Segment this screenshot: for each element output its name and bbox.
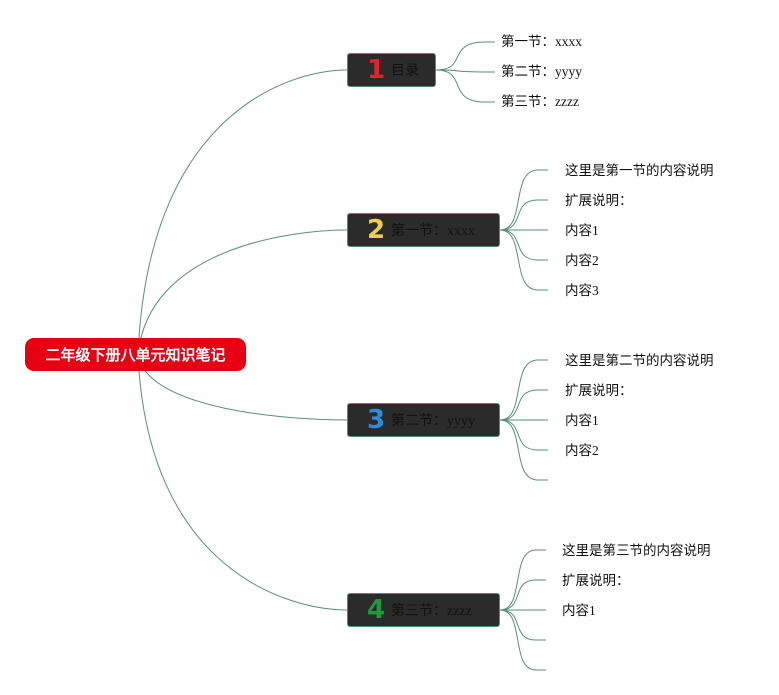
leaf-4-1[interactable]: 这里是第三节的内容说明 <box>562 543 711 558</box>
leaf-1-3[interactable]: 第三节：zzzz <box>501 94 579 109</box>
leaf-2-3[interactable]: 内容1 <box>565 223 599 238</box>
root-connector-2 <box>137 229 348 356</box>
branch-number-3: 3 <box>366 405 386 435</box>
branch-label-2: 第一节：xxxx <box>391 224 475 239</box>
leaf-connector-4-4 <box>499 609 546 641</box>
leaf-3-2[interactable]: 扩展说明： <box>565 383 633 398</box>
leaf-connector-1-3 <box>435 69 495 103</box>
leaf-2-1[interactable]: 这里是第一节的内容说明 <box>565 163 714 178</box>
branch-number-4: 4 <box>366 595 386 625</box>
branch-label-3: 第二节：yyyy <box>391 414 475 429</box>
branch-node-3[interactable]: 3 第二节：yyyy <box>347 403 500 437</box>
leaf-2-2[interactable]: 扩展说明： <box>565 193 633 208</box>
leaf-connector-2-4 <box>499 229 548 261</box>
leaf-2-5[interactable]: 内容3 <box>565 283 599 298</box>
leaf-3-3[interactable]: 内容1 <box>565 413 599 428</box>
leaf-1-2[interactable]: 第二节：yyyy <box>501 64 582 79</box>
branch-number-1: 1 <box>366 55 386 85</box>
leaf-2-4[interactable]: 内容2 <box>565 253 599 268</box>
branch-label-4: 第三节：zzzz <box>391 604 472 619</box>
leaf-connector-1-2 <box>435 69 495 73</box>
root-node[interactable]: 二年级下册八单元知识笔记 <box>25 338 246 371</box>
leaf-connector-4-5 <box>499 609 546 671</box>
leaf-connector-2-1 <box>499 169 548 231</box>
leaf-3-4[interactable]: 内容2 <box>565 443 599 458</box>
leaf-connector-4-2 <box>499 579 546 611</box>
branch-node-1[interactable]: 1 目录 <box>347 53 436 87</box>
leaf-connector-1-1 <box>435 41 495 71</box>
branch-node-2[interactable]: 2 第一节：xxxx <box>347 213 500 247</box>
branch-number-2: 2 <box>366 215 386 245</box>
leaf-connector-4-1 <box>499 549 546 611</box>
root-label: 二年级下册八单元知识笔记 <box>45 346 226 364</box>
leaf-4-3[interactable]: 内容1 <box>562 603 596 618</box>
leaf-connector-3-5 <box>499 419 548 481</box>
leaf-3-1[interactable]: 这里是第二节的内容说明 <box>565 353 714 368</box>
leaf-connector-3-4 <box>499 419 548 451</box>
branch-node-4[interactable]: 4 第三节：zzzz <box>347 593 500 627</box>
root-connector-4 <box>137 354 348 611</box>
leaf-connector-3-2 <box>499 389 548 421</box>
root-connector-3 <box>137 354 348 421</box>
leaf-4-2[interactable]: 扩展说明： <box>562 573 630 588</box>
branch-label-1: 目录 <box>391 64 419 79</box>
root-connector-1 <box>137 69 348 356</box>
leaf-1-1[interactable]: 第一节：xxxx <box>501 34 582 49</box>
leaf-connector-2-5 <box>499 229 548 291</box>
leaf-connector-2-2 <box>499 199 548 231</box>
leaf-connector-3-1 <box>499 359 548 421</box>
